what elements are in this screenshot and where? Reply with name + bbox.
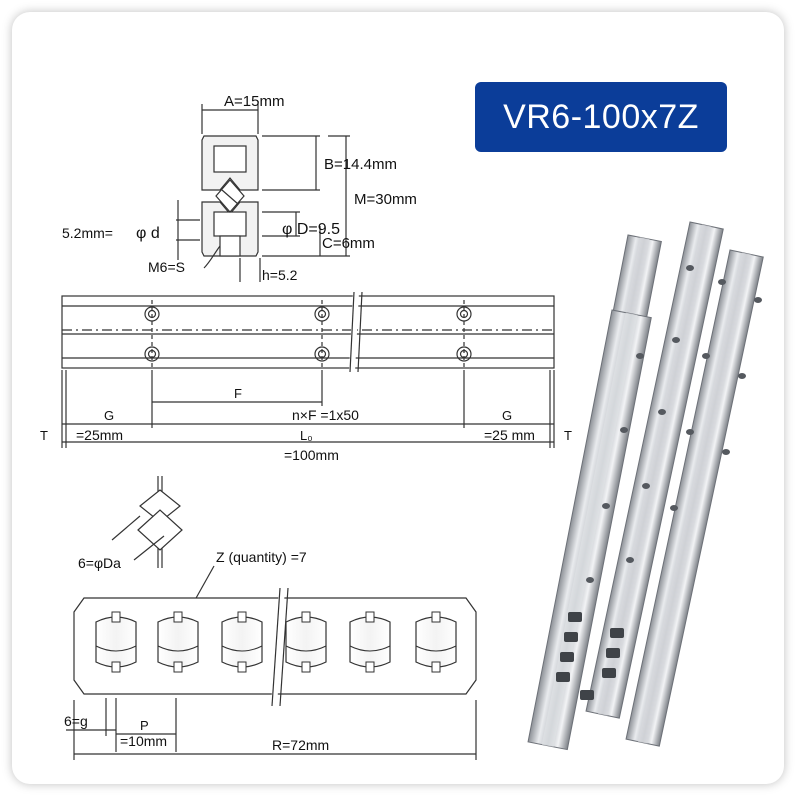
rail-side-view (61, 291, 555, 448)
dim-G-right-value: =25 mm (484, 427, 535, 443)
roller-dims (66, 698, 477, 760)
photo-roller-windows (556, 612, 624, 700)
dim-D-label: φ D=9.5 (282, 221, 340, 238)
dim-C-label: C=6mm (322, 235, 375, 252)
roller-detail (111, 476, 183, 568)
dim-P: P (140, 718, 149, 733)
dim-T-left: T (40, 428, 48, 443)
dim-d-value: 5.2mm= (62, 225, 113, 241)
roller (221, 611, 263, 673)
dim-G-left-value: =25mm (76, 427, 123, 443)
model-title: VR6-100x7Z (475, 82, 727, 152)
dim-P-value: =10mm (120, 733, 167, 749)
rail-photo-middle (585, 221, 724, 719)
roller-group (95, 611, 457, 673)
dim-T-right: T (564, 428, 572, 443)
dim-G-left: G (104, 408, 114, 423)
photo-mounting-holes (586, 265, 762, 583)
dim-L0-value: =100mm (284, 447, 339, 463)
cross-section (176, 104, 350, 282)
dim-B-label: B=14.4mm (324, 156, 397, 173)
dim-h-label: h=5.2 (262, 267, 298, 283)
roller (285, 611, 327, 673)
dim-R: R=72mm (272, 737, 329, 753)
product-photo (527, 221, 764, 751)
dim-S-label: M6=S (148, 259, 185, 275)
rail-mounting-holes (144, 300, 472, 368)
dim-L0: L₀ (300, 428, 313, 443)
dim-Da: 6=φDa (78, 555, 121, 571)
dim-F: F (234, 386, 242, 401)
dim-G-right: G (502, 408, 512, 423)
roller-quantity-label: Z (quantity) =7 (216, 549, 307, 565)
dim-d-label: φ d (136, 225, 160, 242)
dim-A-label: A=15mm (224, 93, 284, 110)
roller (157, 611, 199, 673)
roller (95, 611, 137, 673)
roller (349, 611, 391, 673)
roller (415, 611, 457, 673)
dim-nF: n×F =1x50 (292, 407, 359, 423)
rail-photo-right (625, 249, 764, 747)
dim-M-label: M=30mm (354, 191, 417, 208)
dim-g: 6=g (64, 713, 88, 729)
